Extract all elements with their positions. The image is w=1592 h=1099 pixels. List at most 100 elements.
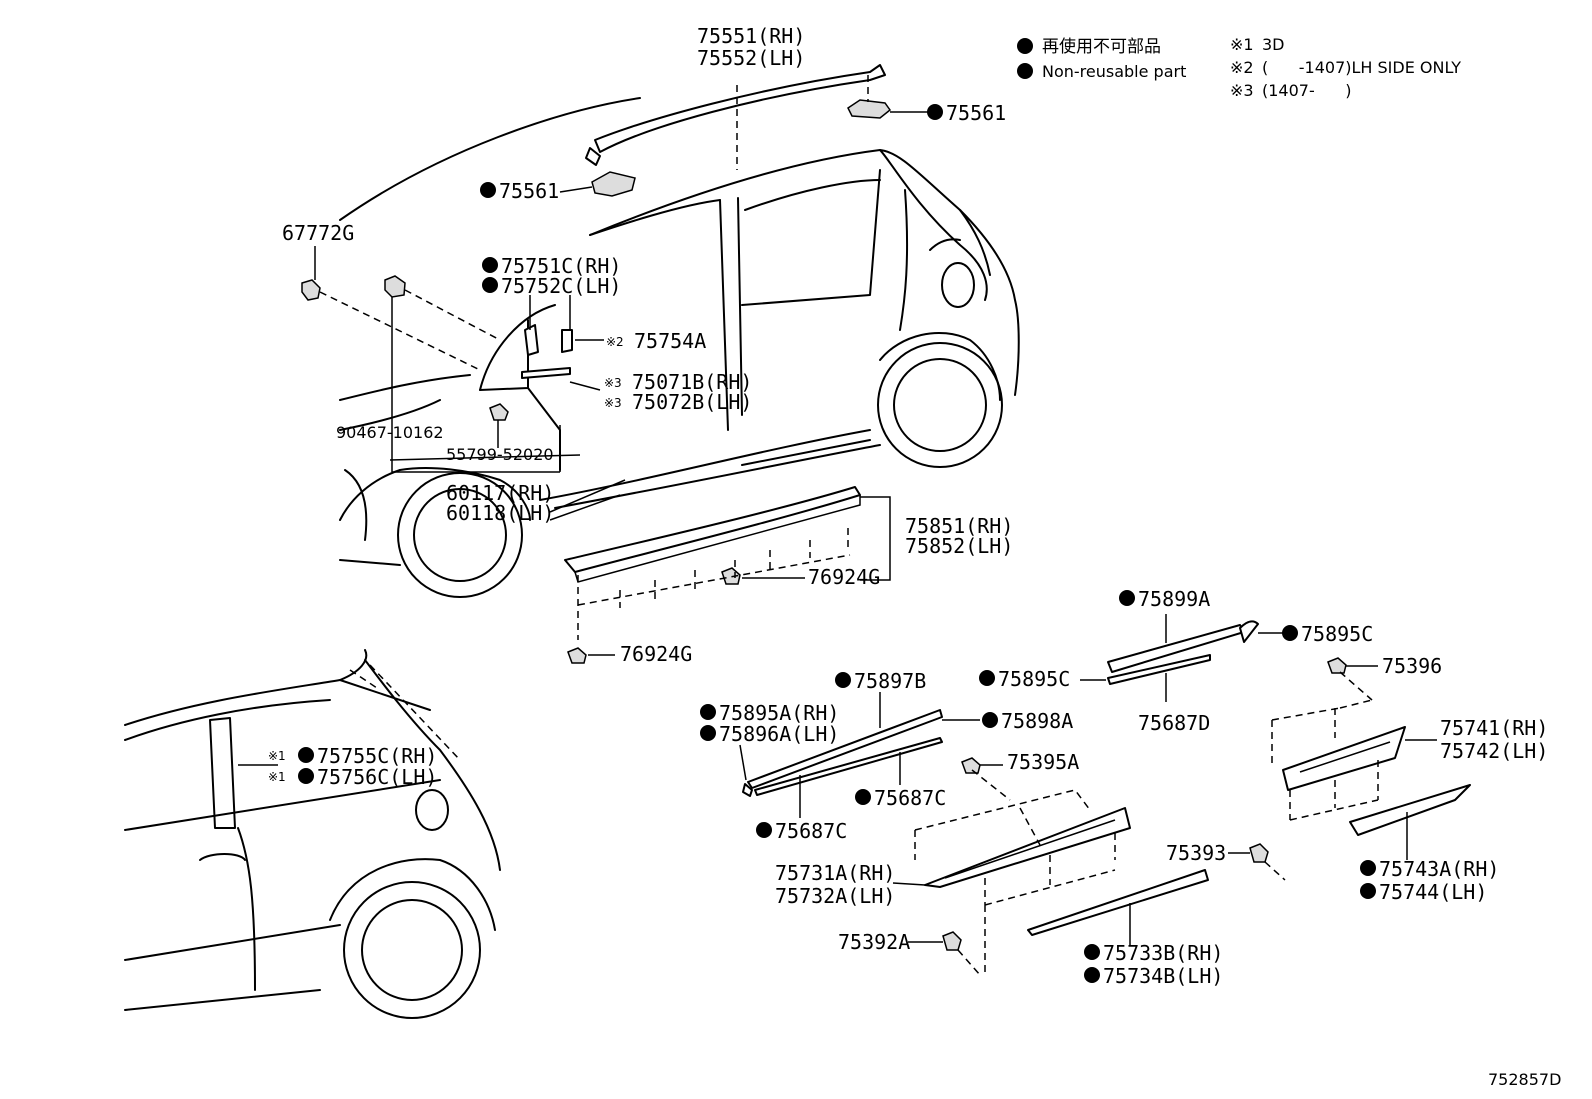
callout-67772g: 67772G	[282, 221, 354, 245]
callout-75895c-1: 75895C	[1301, 622, 1373, 646]
callout-75752c: 75752C(LH)	[501, 274, 621, 298]
callout-75751c: 75751C(RH)	[501, 254, 621, 278]
rocker-molding-75851	[564, 486, 861, 583]
callout-75396: 75396	[1382, 654, 1442, 678]
roof-clip-front	[591, 171, 636, 197]
callout-75071b: 75071B(RH)	[632, 370, 752, 394]
callout-75072b: 75072B(LH)	[632, 390, 752, 414]
callout-75897b: 75897B	[854, 669, 926, 693]
roof-clip-rear	[847, 99, 892, 119]
callout-60118: 60118(LH)	[446, 501, 554, 525]
callout-75756c: 75756C(LH)	[317, 765, 437, 789]
legend-dot-en	[1017, 63, 1033, 79]
clip-75393	[1228, 843, 1286, 881]
dot-75752c	[482, 277, 498, 293]
dot-75751c	[482, 257, 498, 273]
note-1-mark: ※1	[1230, 35, 1254, 54]
callout-75734b: 75734B(LH)	[1103, 964, 1223, 988]
callout-55799: 55799-52020	[446, 445, 554, 464]
clip-76924g-b	[567, 647, 587, 664]
callout-75687d: 75687D	[1138, 711, 1210, 735]
dot-75895c-1	[1282, 625, 1298, 641]
clip-75396	[1327, 657, 1378, 674]
fastener-55799	[489, 403, 509, 421]
dot-75756c	[298, 768, 314, 784]
molding-75899a	[1080, 614, 1290, 702]
callout-75755c-mark: ※1	[268, 749, 286, 763]
callout-75899a: 75899A	[1138, 587, 1210, 611]
callout-75393: 75393	[1166, 841, 1226, 865]
callout-76924g-a: 76924G	[808, 565, 880, 589]
callout-75561a: 75561	[946, 101, 1006, 125]
callout-75743a: 75743A(RH)	[1379, 857, 1499, 881]
callout-75552: 75552(LH)	[697, 46, 805, 70]
lower-car-body	[124, 649, 501, 1019]
legend-dot-jp	[1017, 38, 1033, 54]
callout-75898a: 75898A	[1001, 709, 1073, 733]
callout-60117: 60117(RH)	[446, 481, 554, 505]
clip-75392a	[908, 931, 981, 976]
callout-75851: 75851(RH)	[905, 514, 1013, 538]
callout-75744: 75744(LH)	[1379, 880, 1487, 904]
dot-75561a	[927, 104, 943, 120]
clip-75395a	[961, 757, 1003, 774]
legend-jp-label: 再使用不可部品	[1042, 36, 1161, 57]
callout-75731a: 75731A(RH)	[775, 861, 895, 885]
callout-75756c-mark: ※1	[268, 770, 286, 784]
callout-75395a: 75395A	[1007, 750, 1079, 774]
upper-leaders	[314, 75, 930, 656]
callout-75392a: 75392A	[838, 930, 910, 954]
dot-75743a	[1360, 860, 1376, 876]
callout-76924g-b: 76924G	[620, 642, 692, 666]
callout-75071b-mark: ※3	[604, 376, 622, 390]
garnish-75741	[1271, 671, 1437, 821]
fastener-67772g	[301, 279, 321, 301]
callout-75895c-2: 75895C	[998, 667, 1070, 691]
callout-75852: 75852(LH)	[905, 534, 1013, 558]
dot-75561b	[480, 182, 496, 198]
dot-75687c-2	[756, 822, 772, 838]
callout-75687c-2: 75687C	[775, 819, 847, 843]
legend-en-label: Non-reusable part	[1042, 62, 1186, 81]
fastener-90467	[384, 275, 406, 298]
callout-75687c-1: 75687C	[874, 786, 946, 810]
dot-75896a	[700, 725, 716, 741]
dot-75734b	[1084, 967, 1100, 983]
dot-75895a	[700, 704, 716, 720]
dot-75687c-1	[855, 789, 871, 805]
note-3-text: (1407- )	[1262, 81, 1352, 100]
callout-75755c: 75755C(RH)	[317, 744, 437, 768]
dot-75897b	[835, 672, 851, 688]
molding-75733b	[1027, 869, 1209, 945]
dot-75895c-2	[979, 670, 995, 686]
molding-75743a	[1349, 784, 1471, 860]
callout-75754a-mark: ※2	[606, 335, 624, 349]
roof-molding-part	[585, 64, 886, 166]
callout-75741: 75741(RH)	[1440, 716, 1548, 740]
molding-75897b	[739, 692, 980, 818]
callout-75733b: 75733B(RH)	[1103, 941, 1223, 965]
callout-90467: 90467-10162	[336, 423, 444, 442]
dot-75744	[1360, 883, 1376, 899]
note-2-text: ( -1407)LH SIDE ONLY	[1262, 58, 1461, 77]
callout-75561b: 75561	[499, 179, 559, 203]
callout-75896a: 75896A(LH)	[719, 722, 839, 746]
note-3-mark: ※3	[1230, 81, 1254, 100]
callout-75742: 75742(LH)	[1440, 739, 1548, 763]
callout-75754a: 75754A	[634, 329, 706, 353]
dot-75899a	[1119, 590, 1135, 606]
dot-75733b	[1084, 944, 1100, 960]
callout-75732a: 75732A(LH)	[775, 884, 895, 908]
pillar-garnish-75751c	[521, 324, 573, 379]
upper-car-body	[339, 97, 1020, 598]
garnish-75731a	[892, 769, 1131, 975]
callout-75551: 75551(RH)	[697, 24, 805, 48]
note-1-text: 3D	[1262, 35, 1285, 54]
callout-75895a: 75895A(RH)	[719, 701, 839, 725]
dot-75898a	[982, 712, 998, 728]
dot-75755c	[298, 747, 314, 763]
diagram-id: 752857D	[1488, 1070, 1561, 1089]
callout-75072b-mark: ※3	[604, 396, 622, 410]
